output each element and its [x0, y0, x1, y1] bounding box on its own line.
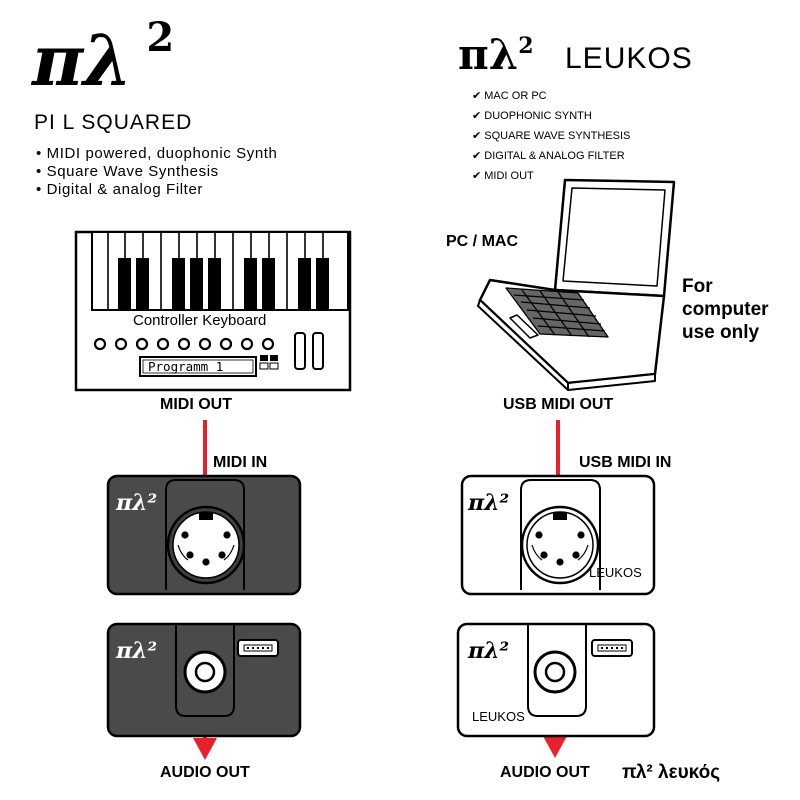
footer-caption: πλ² λευκός — [622, 762, 721, 783]
leukos-synth-audio-out — [456, 622, 656, 738]
feature-item: • Digital & analog Filter — [36, 181, 203, 198]
logo-main: πλ — [32, 19, 133, 102]
product-subtitle: PI L SQUARED — [34, 111, 193, 134]
computer-note: For computer use only — [682, 275, 769, 344]
dark-synth-audio-out — [106, 622, 302, 738]
feature-item: ✔ MIDI OUT — [472, 170, 534, 182]
feature-item: ✔ DIGITAL & ANALOG FILTER — [472, 150, 625, 162]
computer-note-line: use only — [682, 322, 760, 343]
device-wordmark: LEUKOS — [589, 565, 642, 580]
dark-synth-midi-in — [106, 474, 302, 596]
feature-item: ✔ MAC OR PC — [472, 90, 547, 102]
device-logo: πλ² — [468, 490, 510, 516]
usb-midi-in-label: USB MIDI IN — [579, 454, 672, 471]
device-logo: πλ² — [116, 638, 158, 664]
right-feature-list: ✔ MAC OR PC ✔ DUOPHONIC SYNTH ✔ SQUARE W… — [472, 86, 630, 186]
feature-item: ✔ SQUARE WAVE SYNTHESIS — [472, 130, 631, 142]
feature-item: • Square Wave Synthesis — [36, 163, 219, 180]
device-wordmark: LEUKOS — [472, 709, 525, 724]
computer-note-line: computer — [682, 299, 769, 320]
feature-item: • MIDI powered, duophonic Synth — [36, 145, 278, 162]
usb-midi-out-label: USB MIDI OUT — [503, 396, 614, 413]
audio-out-label-right: AUDIO OUT — [500, 764, 590, 781]
midi-in-label: MIDI IN — [213, 454, 268, 471]
logo-main: πλ — [458, 30, 519, 79]
computer-label: PC / MAC — [446, 233, 518, 250]
leukos-wordmark: LEUKOS — [565, 42, 693, 75]
leukos-synth-midi-in — [460, 474, 656, 596]
keyboard-label: Controller Keyboard — [133, 312, 267, 329]
knob-icons — [93, 337, 275, 351]
logo-superscript: 2 — [518, 33, 534, 59]
usb-port-icon — [591, 639, 633, 657]
logo-superscript: 2 — [146, 14, 175, 61]
feature-item: ✔ DUOPHONIC SYNTH — [472, 110, 592, 122]
midi-din-port-icon — [520, 505, 600, 585]
audio-jack-icon — [533, 650, 577, 694]
laptop-icon — [477, 178, 676, 391]
device-logo: πλ² — [468, 638, 510, 664]
button-icons — [259, 355, 279, 370]
midi-din-port-icon — [166, 505, 246, 585]
audio-jack-icon — [183, 650, 227, 694]
controller-keyboard — [74, 230, 352, 392]
pi-lambda-squared-leukos-logo: πλ2 — [458, 34, 534, 76]
usb-port-icon — [237, 639, 279, 657]
device-logo: πλ² — [116, 490, 158, 516]
computer-note-line: For — [682, 276, 713, 297]
audio-out-label-left: AUDIO OUT — [160, 764, 250, 781]
left-feature-list: • MIDI powered, duophonic Synth • Square… — [36, 144, 277, 200]
midi-out-label: MIDI OUT — [160, 396, 232, 413]
program-display: Programm 1 — [148, 359, 224, 374]
